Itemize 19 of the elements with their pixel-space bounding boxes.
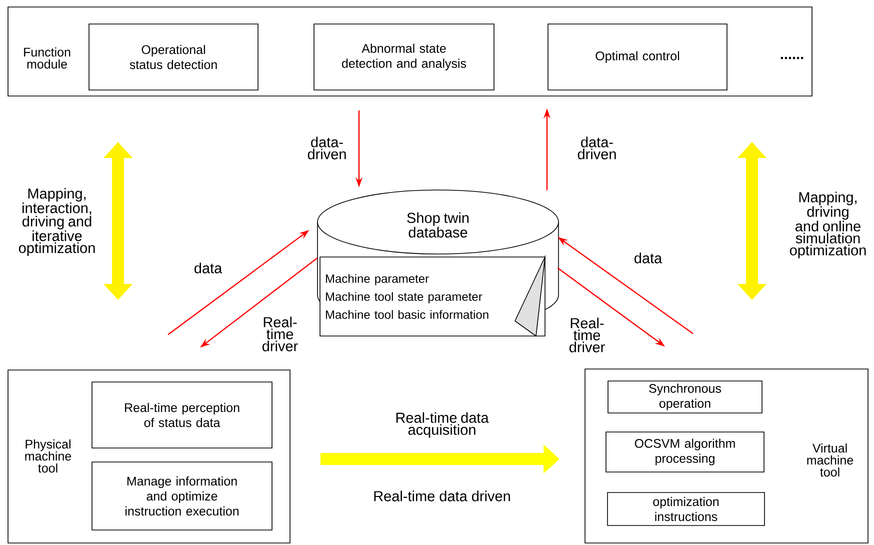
edge-label: Real-time driver [262, 316, 298, 352]
arrow-label: Real-time data driven [374, 490, 510, 502]
edge-label: data-driven [308, 136, 346, 160]
process-box: Abnormal state detection and analysis [314, 24, 494, 90]
edge-label: data [194, 262, 222, 274]
process-box: optimization instructions [607, 492, 765, 526]
edge-label: Real-time driver [570, 318, 605, 352]
process-box: Real-time perception of status data [92, 382, 272, 448]
process-box: Operational status detection [88, 24, 258, 90]
process-box: Manage information and optimize instruction execution [92, 462, 272, 530]
process-box: Optimal control [548, 24, 728, 90]
arrow-label: Mapping, driving and online simulation optimization [790, 192, 866, 258]
ellipsis: ...... [780, 56, 804, 60]
process-box: OCSVM algorithm processing [606, 432, 764, 472]
edge-label: Real-time data acquisition [396, 412, 489, 438]
edge-label: data [634, 252, 662, 264]
edge-label: data-driven [578, 136, 616, 160]
process-box: Synchronous operation [608, 380, 762, 414]
arrow-label: Mapping, interaction, driving and iterative optimization [18, 188, 95, 256]
